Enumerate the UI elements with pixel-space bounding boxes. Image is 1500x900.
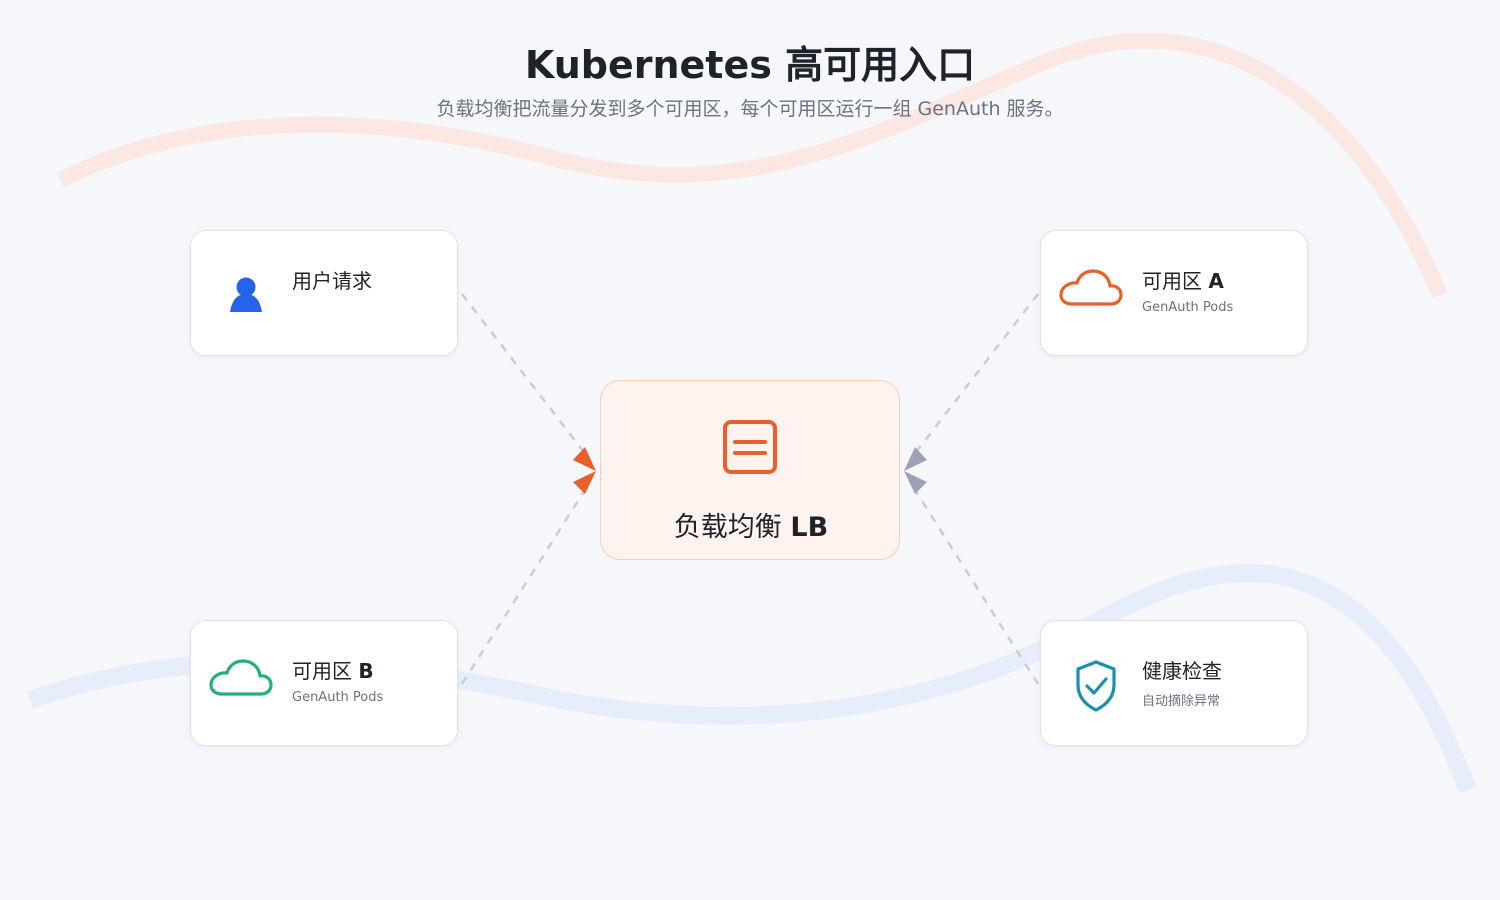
node-zone-a-name: 可用区 A bbox=[1142, 269, 1224, 293]
connector-zone-a-lb bbox=[909, 293, 1039, 461]
user-icon bbox=[230, 277, 262, 312]
cloud-icon bbox=[1059, 269, 1123, 306]
shield-check-icon bbox=[1076, 660, 1116, 712]
node-load-balancer: 负载均衡 LB bbox=[600, 380, 900, 560]
node-health-check-desc: 自动摘除异常 bbox=[1142, 694, 1221, 709]
arrowhead-user-in bbox=[573, 447, 596, 471]
node-zone-b-desc: GenAuth Pods bbox=[292, 690, 384, 705]
node-user-request-name: 用户请求 bbox=[292, 269, 372, 293]
node-zone-a-desc: GenAuth Pods bbox=[1142, 300, 1234, 315]
node-user-request: 用户请求 bbox=[190, 230, 458, 356]
node-health-check-name: 健康检查 bbox=[1142, 659, 1222, 683]
decorative-wave-orange bbox=[56, 32, 1448, 299]
node-load-balancer-name: 负载均衡 LB bbox=[673, 512, 829, 543]
connector-health-lb bbox=[908, 481, 1040, 685]
arrowhead-zone-a-out bbox=[904, 447, 927, 471]
node-health-check: 健康检查 自动摘除异常 bbox=[1040, 620, 1308, 746]
connector-user-lb bbox=[461, 293, 591, 461]
arrowhead-zone-b-in bbox=[573, 471, 596, 494]
node-zone-b: 可用区 B GenAuth Pods bbox=[190, 620, 458, 746]
server-icon bbox=[723, 420, 777, 474]
node-zone-b-name: 可用区 B bbox=[292, 659, 374, 683]
page-title: Kubernetes 高可用入口 bbox=[524, 43, 976, 87]
page-subtitle: 负载均衡把流量分发到多个可用区，每个可用区运行一组 GenAuth 服务。 bbox=[436, 98, 1064, 120]
arrowhead-health-out bbox=[904, 471, 927, 494]
cloud-icon bbox=[209, 659, 273, 696]
connector-zone-b-lb bbox=[460, 481, 592, 685]
node-zone-a: 可用区 A GenAuth Pods bbox=[1040, 230, 1308, 356]
